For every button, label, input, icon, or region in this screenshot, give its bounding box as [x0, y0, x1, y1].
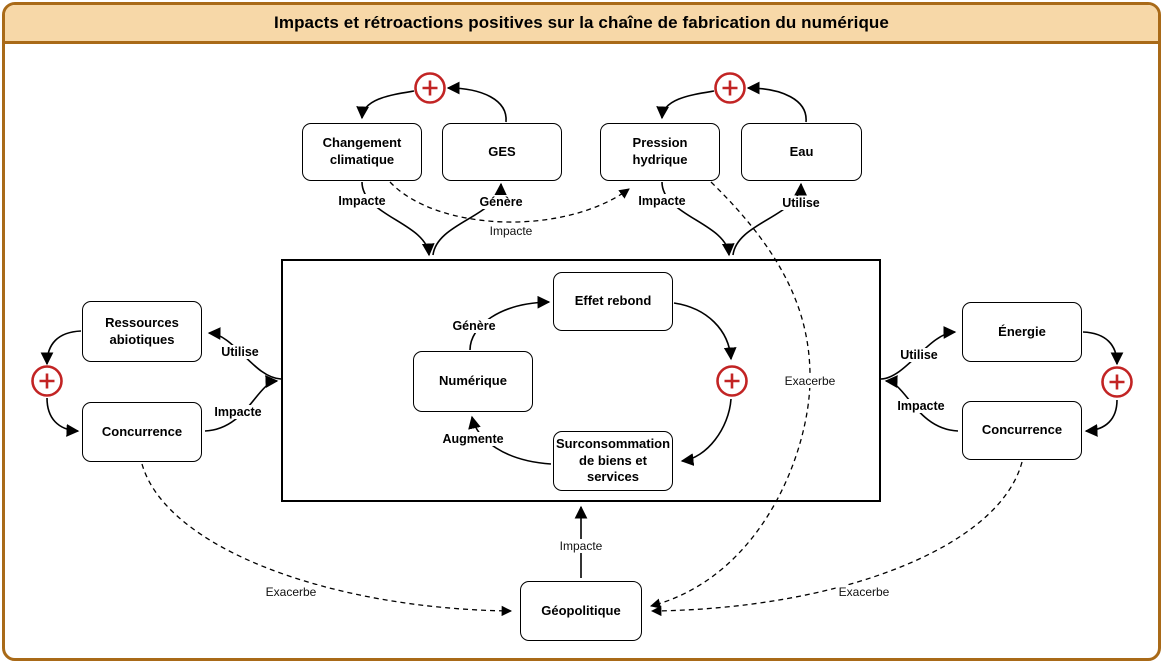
node-ges: GES: [442, 123, 562, 181]
node-surconsommation: Surconsommation de biens et services: [553, 431, 673, 491]
edge-label-utilise: Utilise: [779, 196, 823, 210]
edge-label-exacerbe: Exacerbe: [835, 585, 893, 599]
edge-label-genere: Génère: [449, 319, 499, 333]
edge-label-exacerbe: Exacerbe: [262, 585, 320, 599]
edge-label-augmente: Augmente: [439, 432, 507, 446]
node-concurrence-gauche: Concurrence: [82, 402, 202, 462]
edge-label-exacerbe: Exacerbe: [781, 374, 839, 388]
edge-label-impacte: Impacte: [556, 539, 606, 553]
edge-label-impacte: Impacte: [635, 194, 689, 208]
edge-label-genere: Génère: [476, 195, 526, 209]
edge-label-impacte: Impacte: [335, 194, 389, 208]
edge-label-impacte: Impacte: [894, 399, 948, 413]
title-bar: Impacts et rétroactions positives sur la…: [5, 5, 1158, 44]
node-pression-hydrique: Pression hydrique: [600, 123, 720, 181]
edge-label-impacte: Impacte: [486, 224, 536, 238]
node-energie: Énergie: [962, 302, 1082, 362]
node-concurrence-droite: Concurrence: [962, 401, 1082, 460]
node-ressources-abiotiques: Ressources abiotiques: [82, 301, 202, 362]
node-geopolitique: Géopolitique: [520, 581, 642, 641]
node-numerique: Numérique: [413, 351, 533, 412]
node-eau: Eau: [741, 123, 862, 181]
edge-label-impacte: Impacte: [211, 405, 265, 419]
edge-label-utilise: Utilise: [218, 345, 262, 359]
node-changement-climatique: Changement climatique: [302, 123, 422, 181]
diagram-title: Impacts et rétroactions positives sur la…: [274, 13, 889, 32]
node-effet-rebond: Effet rebond: [553, 272, 673, 331]
edge-label-utilise: Utilise: [897, 348, 941, 362]
